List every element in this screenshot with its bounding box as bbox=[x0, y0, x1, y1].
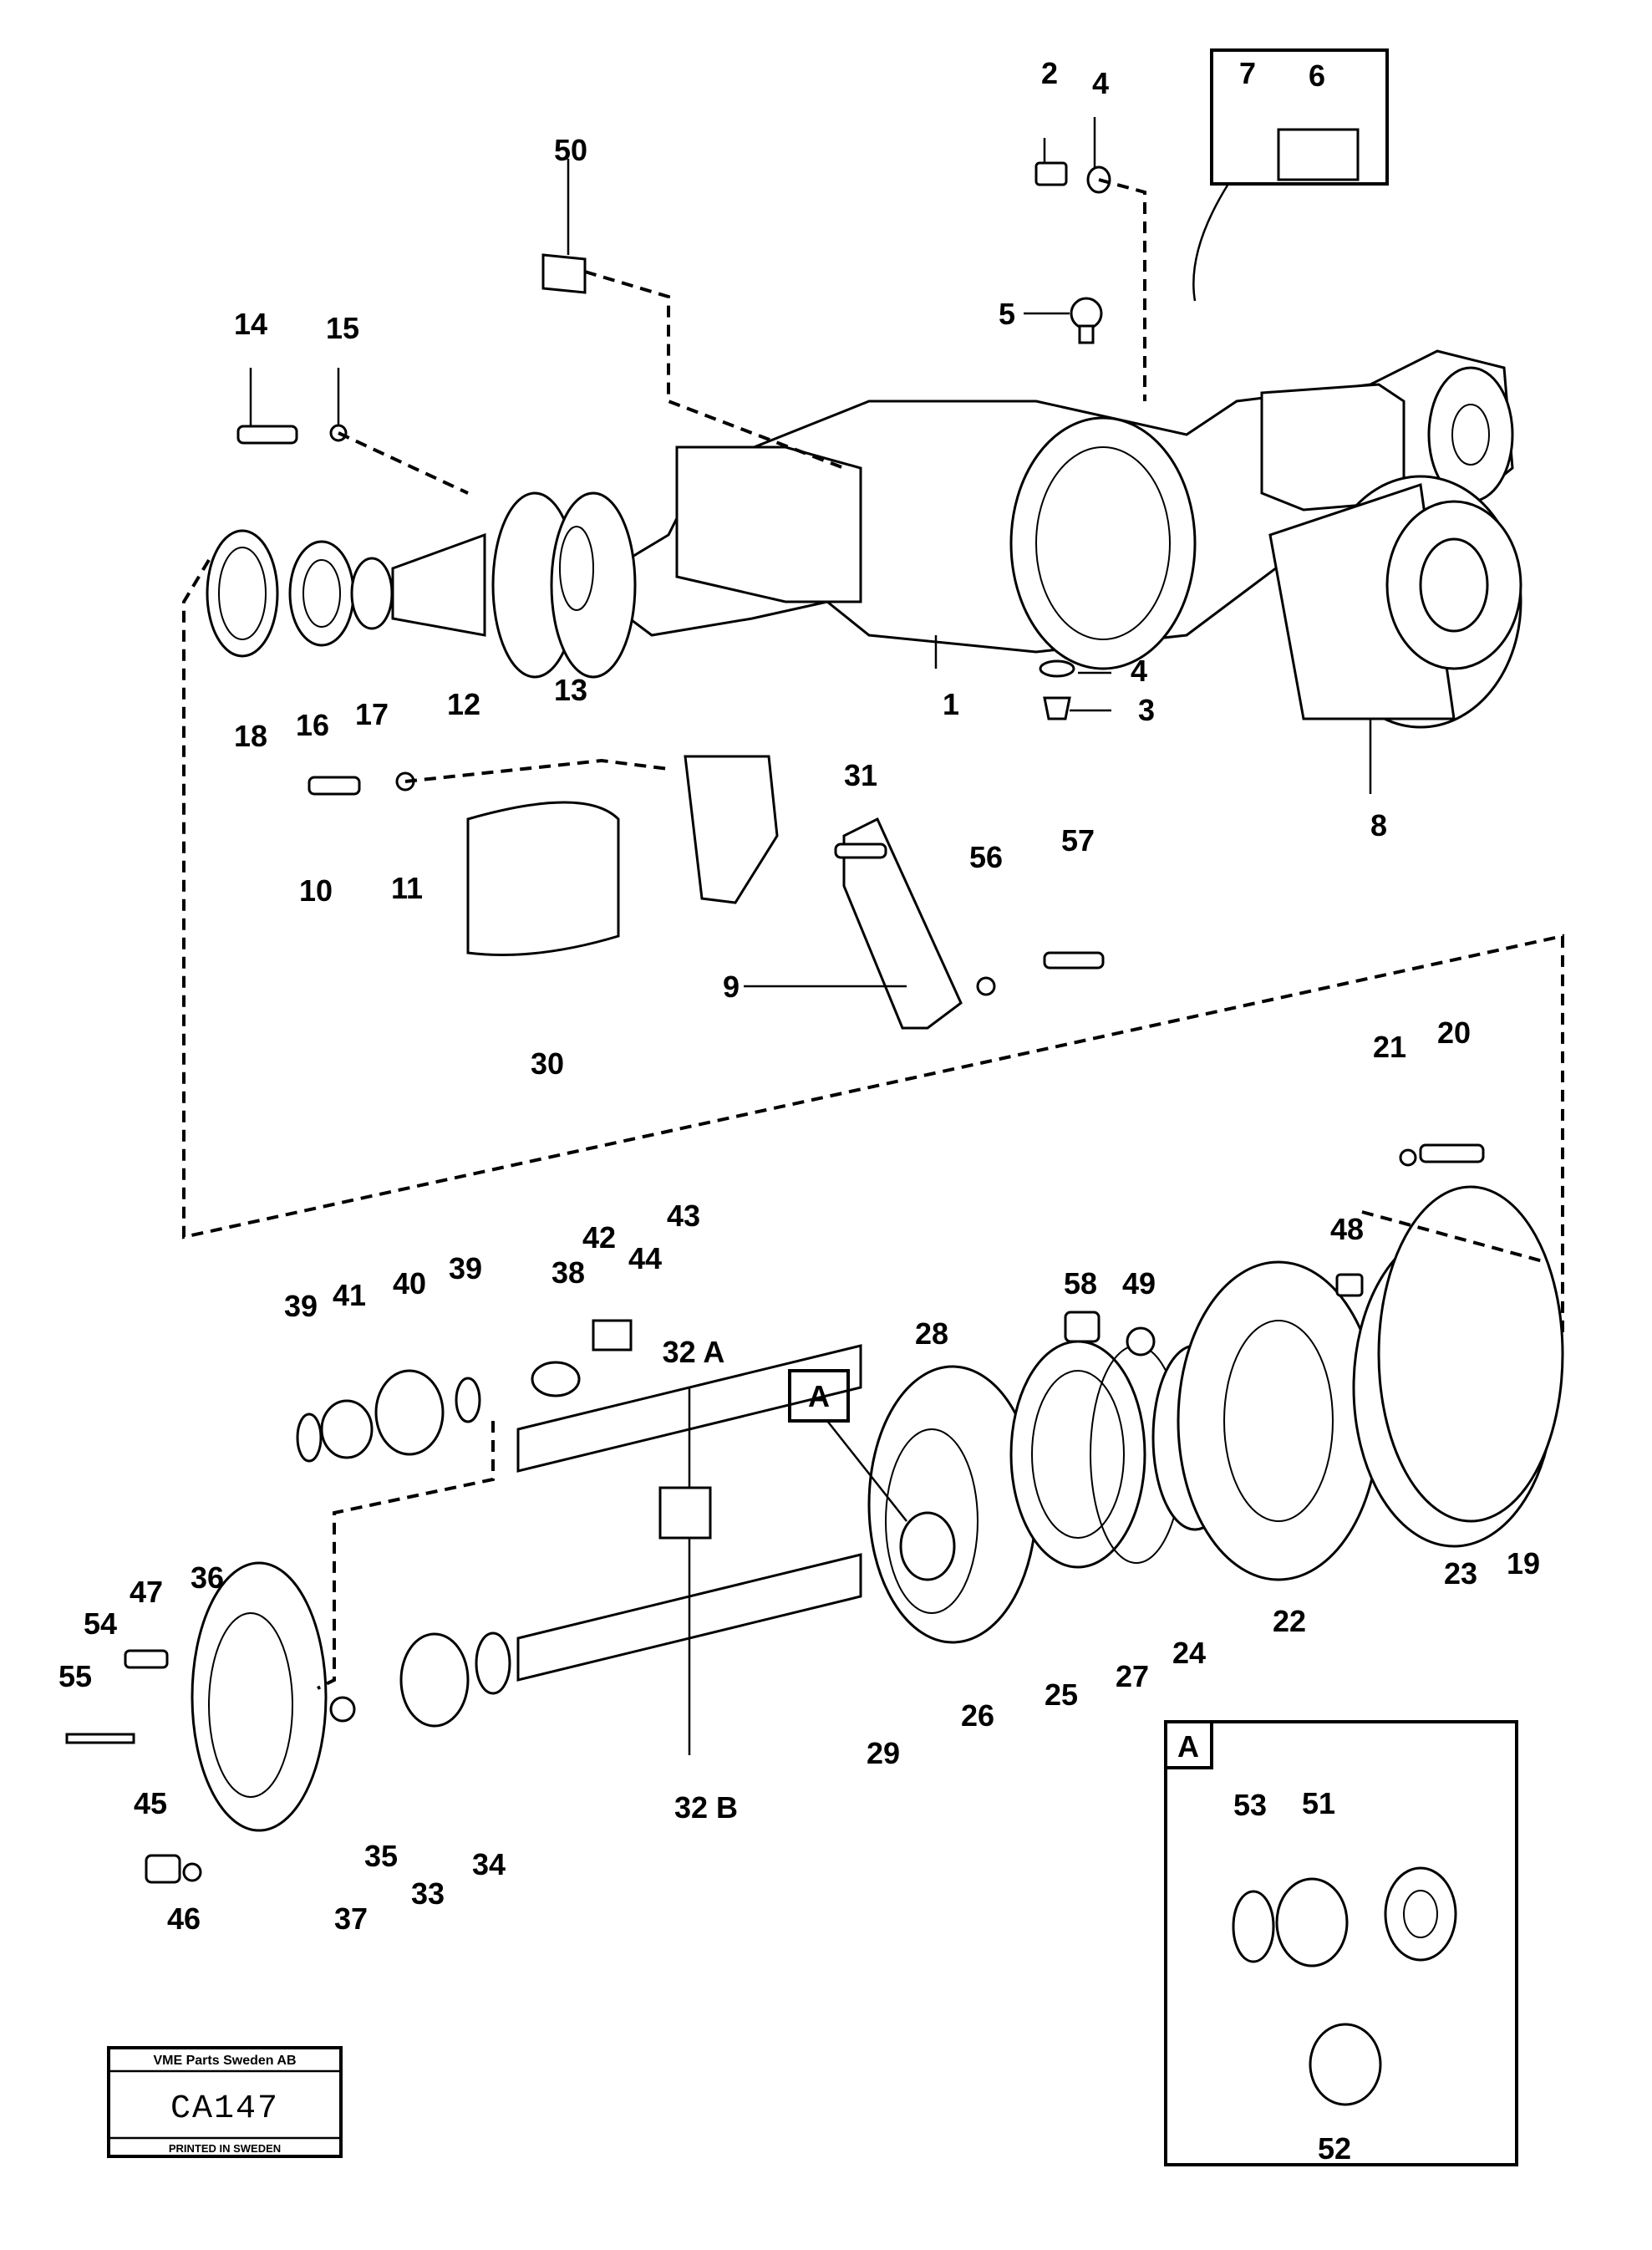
callout-8: 8 bbox=[1370, 808, 1387, 842]
callout-11: 11 bbox=[391, 871, 423, 905]
callout-55: 55 bbox=[58, 1659, 92, 1693]
callout-16: 16 bbox=[296, 708, 329, 742]
callout-49: 49 bbox=[1122, 1266, 1156, 1301]
callout-44: 44 bbox=[628, 1241, 662, 1275]
stub-shaft-and-bearings bbox=[206, 491, 637, 679]
planet-gear-set bbox=[296, 1319, 633, 1728]
detail-a-frame-label: A bbox=[1177, 1729, 1199, 1764]
hub-housing bbox=[1268, 475, 1522, 729]
callout-4-lower: 4 bbox=[1131, 654, 1147, 688]
brake-segments bbox=[466, 755, 963, 1030]
detail-a-marker-box bbox=[788, 1369, 850, 1423]
detail-a-parts bbox=[1232, 1866, 1457, 2106]
callout-45: 45 bbox=[134, 1786, 167, 1820]
callout-1: 1 bbox=[943, 687, 959, 721]
stamp-code: CA147 bbox=[170, 2090, 279, 2128]
publisher-stamp: VME Parts Sweden AB CA147 PRINTED IN SWE… bbox=[107, 2046, 343, 2158]
callout-3: 3 bbox=[1138, 693, 1155, 727]
callout-27: 27 bbox=[1116, 1659, 1149, 1693]
stamp-printed: PRINTED IN SWEDEN bbox=[169, 2142, 281, 2155]
hub-cover bbox=[65, 1561, 356, 1884]
detail-a-frame-tag bbox=[1164, 1720, 1213, 1769]
assembly-dashed-lines bbox=[182, 178, 1564, 1690]
callout-56: 56 bbox=[969, 840, 1003, 874]
callout-21: 21 bbox=[1373, 1030, 1406, 1064]
callout-40: 40 bbox=[393, 1266, 426, 1301]
fasteners bbox=[236, 128, 1485, 1167]
callout-46: 46 bbox=[167, 1901, 201, 1936]
callout-4-upper: 4 bbox=[1092, 66, 1109, 100]
callout-28: 28 bbox=[915, 1316, 948, 1351]
inset-box-7-6 bbox=[1210, 48, 1389, 186]
callout-19: 19 bbox=[1507, 1546, 1540, 1581]
callout-39-left: 39 bbox=[284, 1289, 318, 1323]
callout-6: 6 bbox=[1309, 59, 1325, 93]
callout-58: 58 bbox=[1064, 1266, 1097, 1301]
detail-a-marker: A bbox=[808, 1379, 830, 1413]
callout-14: 14 bbox=[234, 307, 267, 341]
stamp-company: VME Parts Sweden AB bbox=[153, 2054, 296, 2068]
callouts: 1 2 3 4 4 5 6 7 8 9 10 11 12 13 14 15 16… bbox=[58, 56, 1540, 2166]
leader-lines bbox=[249, 117, 1372, 1755]
callout-34: 34 bbox=[472, 1847, 506, 1881]
axle-housing bbox=[582, 349, 1514, 670]
callout-29: 29 bbox=[867, 1736, 900, 1770]
callout-51: 51 bbox=[1302, 1786, 1335, 1820]
callout-37: 37 bbox=[334, 1901, 368, 1936]
callout-5: 5 bbox=[999, 297, 1015, 331]
callout-17: 17 bbox=[355, 697, 389, 731]
callout-12: 12 bbox=[447, 687, 480, 721]
callout-32b: 32 B bbox=[674, 1790, 738, 1825]
callout-52: 52 bbox=[1318, 2131, 1351, 2166]
callout-10: 10 bbox=[299, 873, 333, 908]
callout-22: 22 bbox=[1273, 1604, 1306, 1638]
detail-a-frame bbox=[1164, 1720, 1518, 2166]
callout-13: 13 bbox=[554, 673, 587, 707]
callout-15: 15 bbox=[326, 311, 359, 345]
callout-18: 18 bbox=[234, 719, 267, 753]
callout-20: 20 bbox=[1437, 1016, 1471, 1050]
callout-48: 48 bbox=[1330, 1212, 1364, 1246]
callout-33: 33 bbox=[411, 1876, 445, 1911]
callout-26: 26 bbox=[961, 1698, 994, 1733]
callout-39-right: 39 bbox=[449, 1251, 482, 1285]
callout-42: 42 bbox=[582, 1220, 616, 1255]
callout-30: 30 bbox=[531, 1046, 564, 1081]
callout-35: 35 bbox=[364, 1839, 398, 1873]
ring-gear-set bbox=[867, 1185, 1564, 1644]
callout-32a: 32 A bbox=[663, 1335, 725, 1369]
callout-43: 43 bbox=[667, 1199, 700, 1233]
callout-23: 23 bbox=[1444, 1556, 1477, 1591]
callout-25: 25 bbox=[1045, 1677, 1078, 1712]
callout-24: 24 bbox=[1172, 1636, 1206, 1670]
callout-53: 53 bbox=[1233, 1788, 1267, 1822]
callout-41: 41 bbox=[333, 1278, 366, 1312]
callout-7: 7 bbox=[1239, 56, 1256, 90]
callout-36: 36 bbox=[191, 1560, 224, 1595]
callout-54: 54 bbox=[84, 1606, 117, 1641]
callout-31: 31 bbox=[844, 758, 877, 792]
callout-50: 50 bbox=[554, 133, 587, 167]
callout-38: 38 bbox=[552, 1255, 585, 1290]
callout-9: 9 bbox=[723, 970, 740, 1004]
callout-2: 2 bbox=[1041, 56, 1058, 90]
callout-47: 47 bbox=[130, 1575, 163, 1609]
callout-57: 57 bbox=[1061, 823, 1095, 858]
